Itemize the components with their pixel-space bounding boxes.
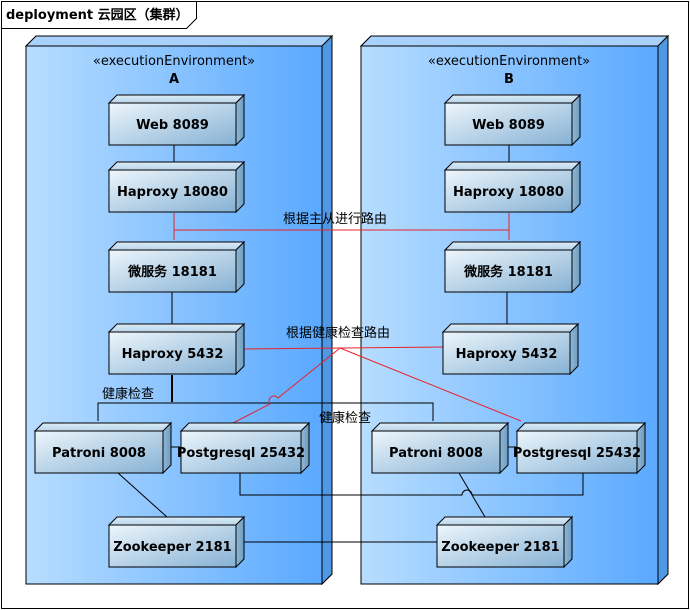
node-web-a-face <box>108 102 237 146</box>
node-patroni-a[interactable]: Patroni 8008 <box>33 421 173 475</box>
node-patroni-b-top <box>370 422 510 432</box>
label-health-check-b: 健康检查 <box>319 410 371 426</box>
node-web-b-side <box>571 93 581 147</box>
node-zookeeper-b-face <box>436 524 565 568</box>
node-haproxy-5432-b-face <box>442 331 571 375</box>
node-zookeeper-a[interactable]: Zookeeper 2181 <box>107 515 246 569</box>
env-b-title: B <box>504 72 514 87</box>
node-patroni-b-label: Patroni 8008 <box>389 446 483 461</box>
node-haproxy-18080-b-label: Haproxy 18080 <box>453 185 564 200</box>
node-patroni-a-side <box>162 421 172 475</box>
node-postgresql-b-face <box>516 430 638 474</box>
node-haproxy-5432-b[interactable]: Haproxy 5432 <box>441 322 580 376</box>
label-health-check-a: 健康检查 <box>102 386 154 402</box>
node-microservice-b-face <box>444 249 573 293</box>
node-web-b-top <box>443 94 582 104</box>
node-zookeeper-b-side <box>563 515 573 569</box>
connector-patroni-zk-a <box>117 472 168 518</box>
node-web-b[interactable]: Web 8089 <box>443 93 582 147</box>
node-postgresql-a-label: Postgresql 25432 <box>177 446 305 461</box>
node-haproxy-5432-b-label: Haproxy 5432 <box>456 347 558 362</box>
node-haproxy-18080-a-side <box>235 160 245 214</box>
node-postgresql-a[interactable]: Postgresql 25432 <box>177 421 311 475</box>
route-health-pg-a <box>230 347 341 425</box>
node-haproxy-5432-a-top <box>107 323 246 333</box>
node-web-a-top <box>107 94 246 104</box>
node-microservice-b-label: 微服务 18181 <box>463 264 553 280</box>
node-web-a-label: Web 8089 <box>136 118 209 133</box>
node-haproxy-18080-b-side <box>571 160 581 214</box>
node-haproxy-18080-b-face <box>444 169 573 213</box>
node-haproxy-5432-a-face <box>108 331 237 375</box>
health-check-bracket <box>97 402 434 421</box>
node-web-a[interactable]: Web 8089 <box>107 93 246 147</box>
node-zookeeper-b-label: Zookeeper 2181 <box>441 540 559 555</box>
pg-replication-line <box>239 473 584 496</box>
node-patroni-a-face <box>34 430 164 474</box>
node-postgresql-b-label: Postgresql 25432 <box>513 446 641 461</box>
env-b-stereotype: «executionEnvironment» <box>428 54 590 69</box>
node-patroni-b-face <box>371 430 501 474</box>
node-zookeeper-a-face <box>108 524 237 568</box>
node-web-a-side <box>235 93 245 147</box>
node-postgresql-a-face <box>180 430 302 474</box>
node-postgresql-a-top <box>179 422 311 432</box>
node-patroni-a-label: Patroni 8008 <box>52 446 146 461</box>
node-patroni-b[interactable]: Patroni 8008 <box>370 421 510 475</box>
node-microservice-b[interactable]: 微服务 18181 <box>443 240 582 294</box>
node-haproxy-5432-a-label: Haproxy 5432 <box>122 347 224 362</box>
label-health-check-routing: 根据健康检查路由 <box>286 325 390 341</box>
node-microservice-a-face <box>108 249 237 293</box>
node-microservice-a-side <box>235 240 245 294</box>
node-haproxy-18080-b[interactable]: Haproxy 18080 <box>443 160 582 214</box>
route-health-pg-b <box>339 347 522 422</box>
node-microservice-b-side <box>571 240 581 294</box>
node-haproxy-5432-b-side <box>569 322 579 376</box>
routing-lines <box>173 213 522 425</box>
node-patroni-b-side <box>499 421 509 475</box>
node-web-b-label: Web 8089 <box>472 118 545 133</box>
env-a-title: A <box>169 72 179 87</box>
node-haproxy-18080-a-face <box>108 169 237 213</box>
node-microservice-b-top <box>443 241 582 251</box>
node-zookeeper-a-top <box>107 516 246 526</box>
node-haproxy-5432-a-side <box>235 322 245 376</box>
node-haproxy-18080-b-top <box>443 161 582 171</box>
node-zookeeper-a-label: Zookeeper 2181 <box>113 540 231 555</box>
node-haproxy-18080-a[interactable]: Haproxy 18080 <box>107 160 246 214</box>
env-a-stereotype: «executionEnvironment» <box>93 54 255 69</box>
connector-labels: 根据主从进行路由 根据健康检查路由 健康检查 健康检查 <box>102 211 390 426</box>
node-postgresql-b[interactable]: Postgresql 25432 <box>513 421 647 475</box>
node-patroni-a-top <box>33 422 173 432</box>
node-microservice-a[interactable]: 微服务 18181 <box>107 240 246 294</box>
node-zookeeper-b[interactable]: Zookeeper 2181 <box>435 515 574 569</box>
frame-title: deployment 云园区（集群） <box>6 7 189 23</box>
node-haproxy-18080-a-label: Haproxy 18080 <box>117 185 228 200</box>
node-postgresql-b-top <box>515 422 647 432</box>
node-web-b-face <box>444 102 573 146</box>
node-microservice-a-top <box>107 241 246 251</box>
label-master-slave-routing: 根据主从进行路由 <box>283 211 387 227</box>
node-zookeeper-b-top <box>435 516 574 526</box>
node-haproxy-18080-a-top <box>107 161 246 171</box>
node-haproxy-5432-b-top <box>441 323 580 333</box>
node-haproxy-5432-a[interactable]: Haproxy 5432 <box>107 322 246 376</box>
node-zookeeper-a-side <box>235 515 245 569</box>
node-microservice-a-label: 微服务 18181 <box>127 264 217 280</box>
